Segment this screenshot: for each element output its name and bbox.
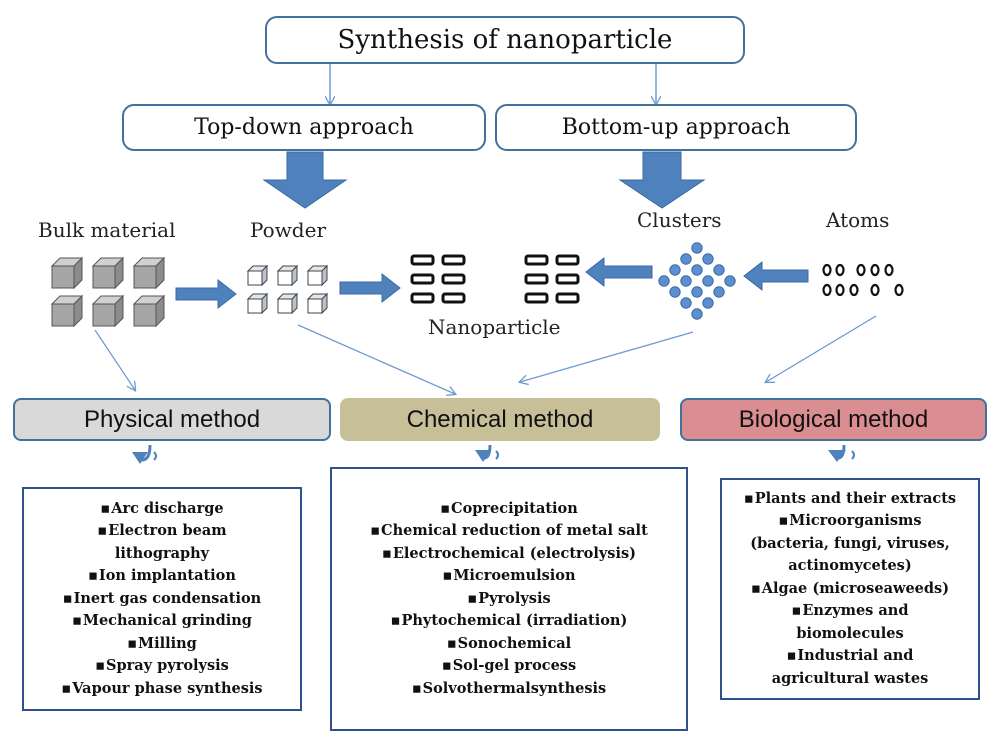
chemical-curved-arrow [475, 444, 499, 462]
title-box: Synthesis of nanoparticle [265, 16, 745, 64]
powder-to-nanoparticle-arrow [339, 272, 401, 304]
list-item: (bacteria, fungi, viruses, [750, 534, 950, 552]
atoms-label: Atoms [826, 208, 890, 232]
atoms-to-biological-arrow [766, 315, 877, 382]
bottom-up-approach-label: Bottom-up approach [561, 115, 791, 140]
biological-method-header: Biological method [680, 398, 987, 441]
list-item: Pyrolysis [467, 588, 550, 611]
list-item: Arc discharge [100, 498, 223, 521]
bulk-to-powder-arrow [175, 278, 237, 310]
list-item: Solvothermalsynthesis [412, 678, 607, 701]
nanoparticle-label: Nanoparticle [428, 315, 561, 339]
list-item: Phytochemical (irradiation) [391, 610, 627, 633]
list-item: actinomycetes) [788, 557, 912, 575]
physical-method-header: Physical method [13, 398, 331, 441]
list-item: biomolecules [796, 624, 904, 642]
chemical-method-list: Coprecipitation Chemical reduction of me… [330, 467, 688, 731]
list-item: Algae (microseaweeds) [751, 578, 949, 601]
physical-method-list: Arc discharge Electron beam lithography … [22, 487, 302, 711]
list-item: Coprecipitation [440, 498, 578, 521]
list-item: lithography [114, 544, 210, 562]
bottom-up-approach-box: Bottom-up approach [495, 104, 857, 151]
topdown-down-arrow [262, 151, 348, 209]
atom-dots [822, 263, 904, 297]
chemical-method-title: Chemical method [406, 405, 594, 433]
list-item: Milling [127, 633, 197, 656]
bulk-to-physical-arrow [94, 329, 135, 390]
list-item: agricultural wastes [771, 669, 929, 687]
list-item: Industrial and [787, 645, 913, 668]
biological-method-title: Biological method [738, 405, 929, 433]
list-item: Inert gas condensation [63, 588, 262, 611]
bulk-material-label: Bulk material [38, 218, 176, 242]
clusters-to-nanoparticle-arrow [585, 256, 653, 288]
list-item: Sol-gel process [442, 655, 576, 678]
chemical-method-header: Chemical method [340, 398, 660, 441]
biological-curved-arrow [828, 444, 855, 462]
bulk-material-cubes [50, 256, 166, 328]
page-title: Synthesis of nanoparticle [337, 25, 673, 55]
powder-label: Powder [250, 218, 327, 242]
list-item: Plants and their extracts [744, 488, 956, 511]
list-item: Electron beam [97, 520, 226, 543]
powder-cubes [246, 264, 329, 315]
atoms-to-clusters-arrow [743, 260, 809, 292]
powder-to-chemical-arrow [297, 324, 455, 394]
bottomup-down-arrow [618, 151, 706, 209]
cluster-dots [658, 242, 736, 320]
list-item: Ion implantation [88, 565, 236, 588]
physical-method-title: Physical method [83, 405, 261, 433]
nanoparticles-right [524, 254, 580, 304]
biological-method-list: Plants and their extracts Microorganisms… [720, 478, 980, 700]
list-item: Electrochemical (electrolysis) [382, 543, 636, 566]
list-item: Vapour phase synthesis [61, 678, 262, 701]
list-item: Mechanical grinding [72, 610, 252, 633]
physical-curved-arrow [132, 444, 157, 464]
clusters-label: Clusters [637, 208, 722, 232]
list-item: Microemulsion [442, 565, 575, 588]
top-down-approach-label: Top-down approach [194, 115, 414, 140]
list-item: Spray pyrolysis [95, 655, 229, 678]
list-item: Enzymes and [792, 600, 908, 623]
list-item: Chemical reduction of metal salt [370, 520, 648, 543]
list-item: Microorganisms [778, 510, 921, 533]
top-down-approach-box: Top-down approach [122, 104, 486, 151]
list-item: Sonochemical [447, 633, 572, 656]
nanoparticles-left [410, 254, 466, 304]
clusters-to-chemical-arrow [520, 331, 694, 382]
